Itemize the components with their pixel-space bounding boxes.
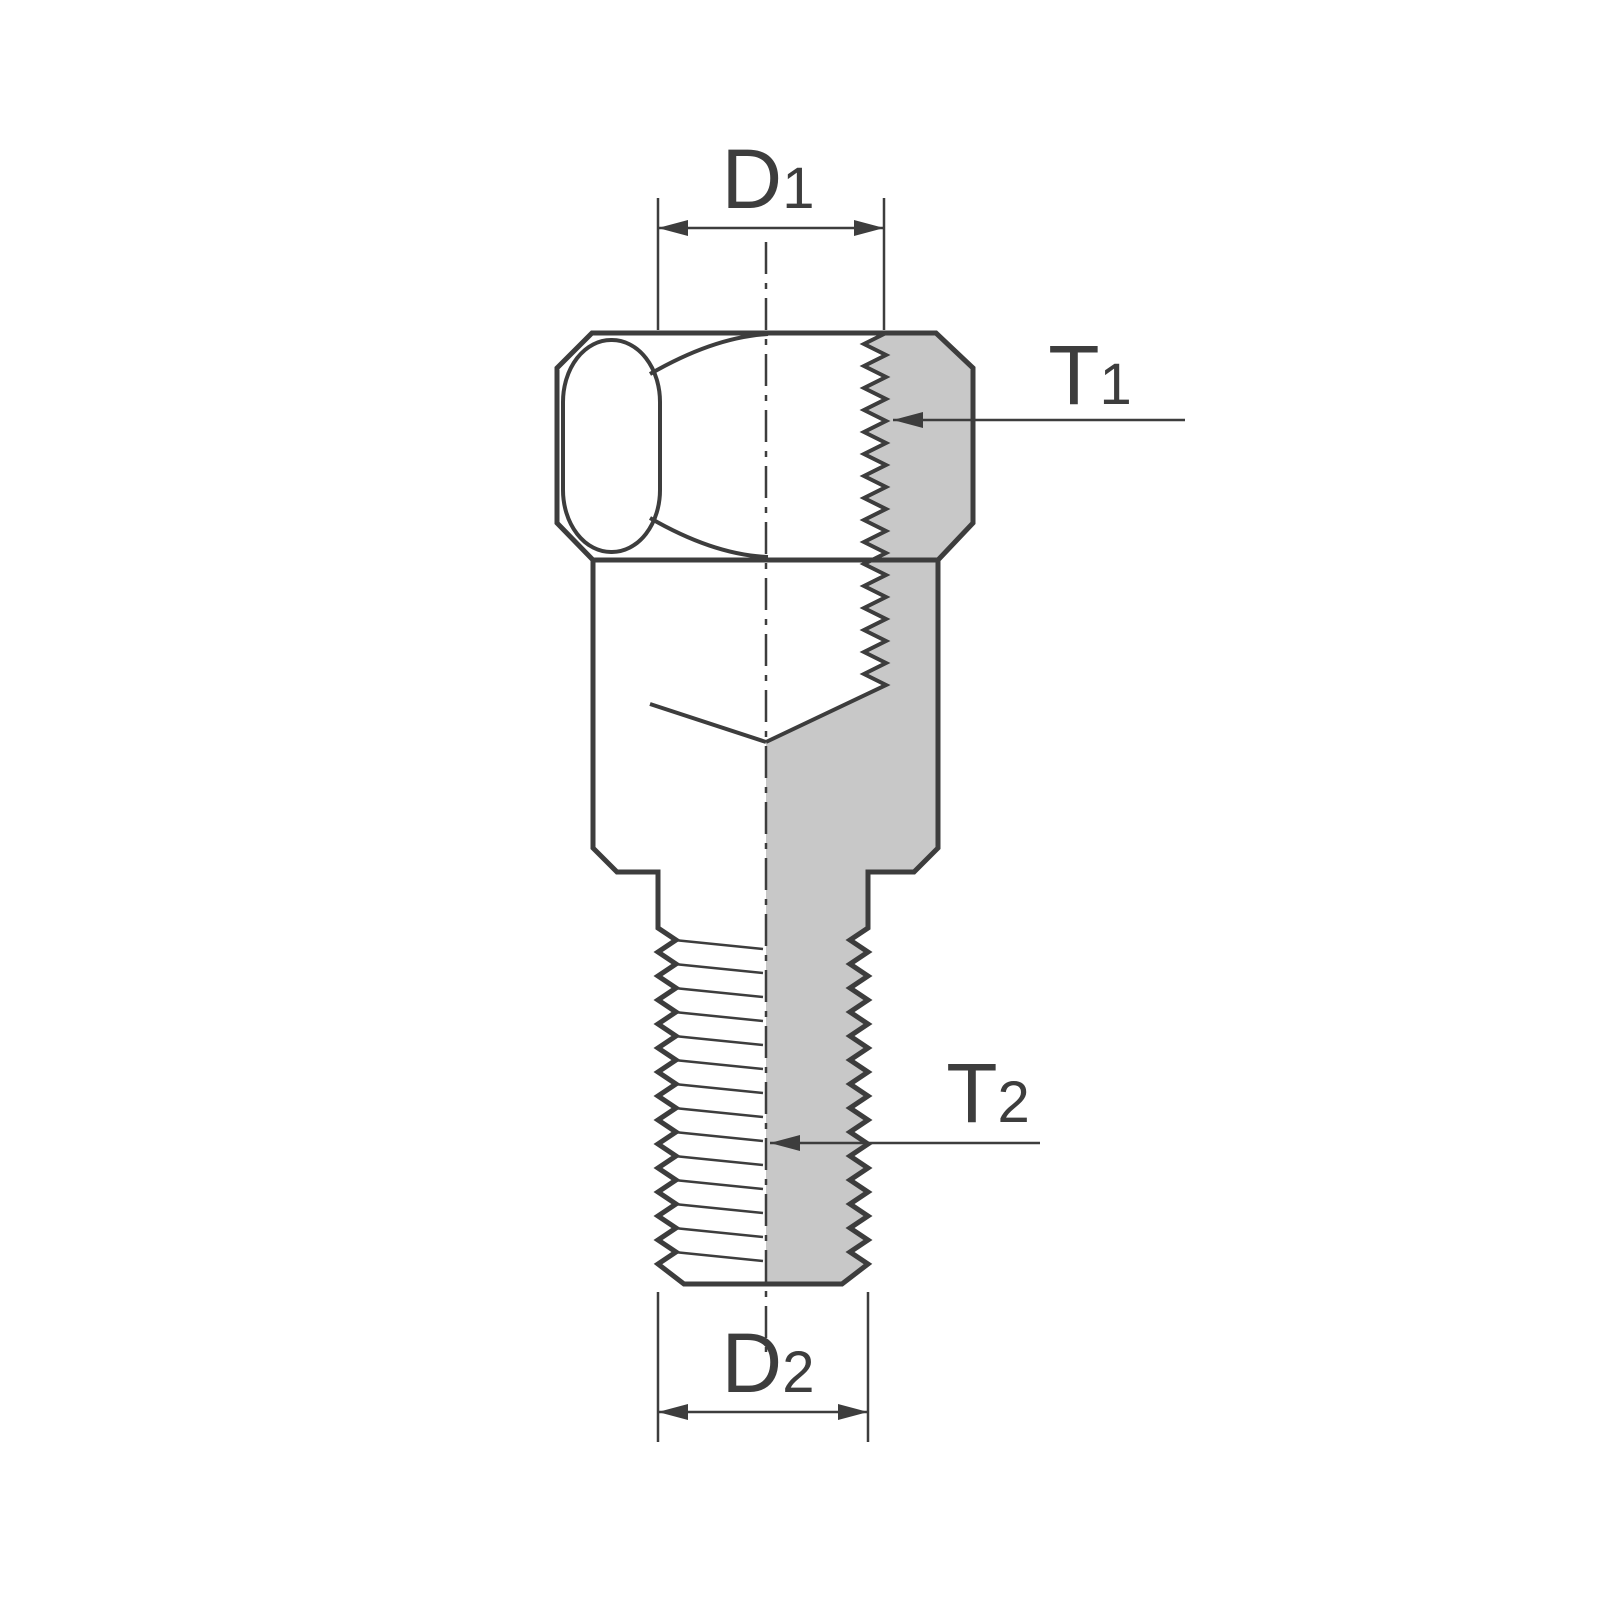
hex-chamfer-arc-top (648, 332, 769, 376)
t1-arrow (893, 412, 923, 428)
hex-chamfer-arc-bottom (648, 516, 769, 559)
female-thread-zigzag (765, 331, 891, 744)
d1-arrow-left (658, 220, 688, 236)
male-thread-ridge-lines (673, 938, 764, 1263)
t2-arrow (770, 1135, 800, 1151)
adapter-outline (554, 330, 976, 1287)
thread-hole-cone-line (649, 702, 767, 744)
d1-label: D1 (722, 132, 815, 226)
d2-arrow-left (658, 1404, 688, 1420)
d2-extension-lines (656, 1292, 870, 1442)
t1-label: T1 (1048, 328, 1132, 422)
d1-arrow-right (854, 220, 884, 236)
d2-arrow-right (838, 1404, 868, 1420)
t2-label: T2 (946, 1046, 1030, 1140)
d1-extension-lines (656, 198, 886, 330)
hex-face-oval (561, 338, 662, 554)
d2-label: D2 (722, 1316, 815, 1410)
section-fill-right-half (766, 333, 973, 1284)
